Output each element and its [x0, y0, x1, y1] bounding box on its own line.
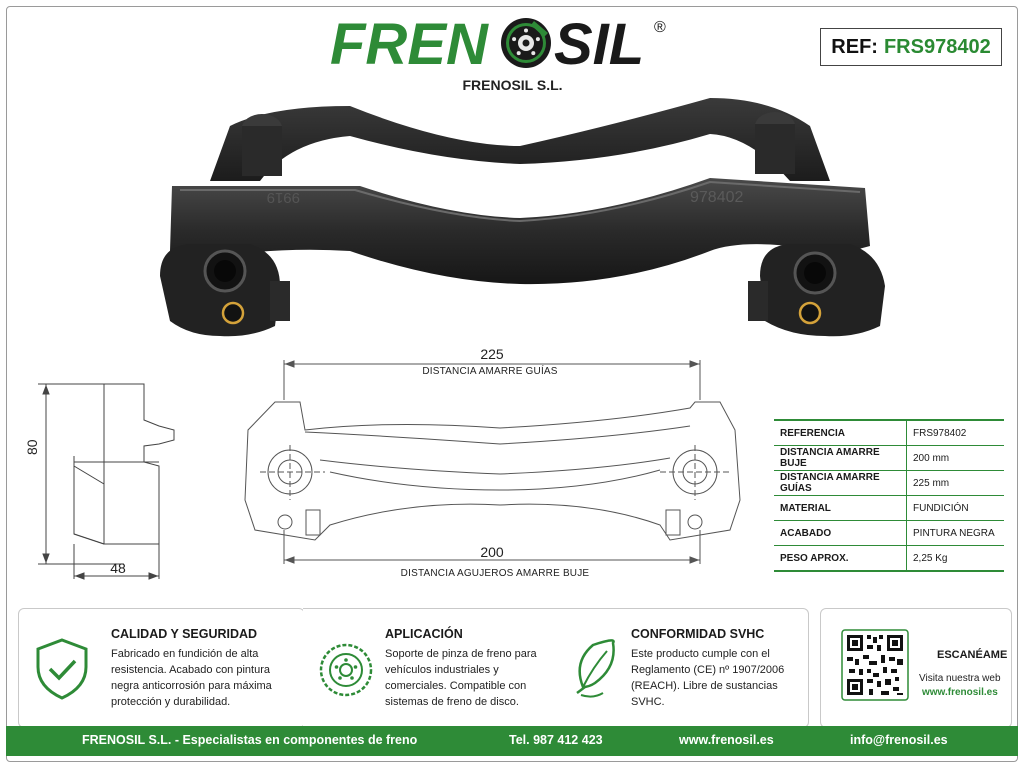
spec-value: PINTURA NEGRA — [906, 520, 1004, 546]
reference-box: REF: FRS978402 — [820, 28, 1002, 66]
application-text-line: Soporte de pinza de freno para — [385, 648, 537, 660]
quality-text-line: protección y durabilidad. — [111, 696, 231, 708]
spec-key: DISTANCIA AMARRE BUJE — [774, 445, 907, 471]
company-name: FRENOSIL S.L. — [462, 77, 563, 93]
casting-mark-right: 978402 — [690, 189, 743, 206]
spec-value: 225 mm — [906, 470, 1004, 496]
application-panel: APLICACIÓN Soporte de pinza de freno par… — [303, 608, 554, 728]
spec-key: REFERENCIA — [774, 419, 907, 446]
compliance-panel: CONFORMIDAD SVHC Este producto cumple co… — [553, 608, 809, 728]
quality-title: CALIDAD Y SEGURIDAD — [111, 627, 258, 641]
front-view-drawing — [230, 350, 760, 590]
footer-website-link[interactable]: www.frenosil.es — [679, 733, 774, 747]
product-image: 9919 978402 — [150, 86, 890, 340]
spec-value: 2,25 Kg — [906, 545, 1004, 572]
brand-logo: FREN SIL ® — [330, 12, 690, 77]
compliance-text-line: Reglamento (CE) nº 1907/2006 — [631, 664, 785, 676]
quality-text-line: resistencia. Acabado con pintura — [111, 664, 270, 676]
brake-disc-logo-icon — [501, 18, 551, 68]
footer-company: FRENOSIL S.L. - Especialistas en compone… — [82, 733, 418, 747]
qr-website-link[interactable]: www.frenosil.es — [922, 687, 998, 698]
qr-title: ESCANÉAME — [937, 649, 1008, 661]
height-dimension: 80 — [24, 439, 40, 455]
logo-text-sil: SIL — [554, 12, 644, 74]
spec-key: MATERIAL — [774, 495, 907, 521]
bottom-dimension-label: DISTANCIA AGUJEROS AMARRE BUJE — [400, 568, 590, 579]
compliance-text-line: Este producto cumple con el — [631, 648, 770, 660]
compliance-title: CONFORMIDAD SVHC — [631, 627, 765, 641]
footer-bar: FRENOSIL S.L. - Especialistas en compone… — [6, 726, 1018, 756]
top-dimension-value: 225 — [480, 346, 504, 362]
bottom-dimension-value: 200 — [480, 544, 504, 560]
side-view-drawing — [24, 374, 184, 584]
application-title: APLICACIÓN — [385, 627, 463, 641]
spec-row: PESO APROX.2,25 Kg — [774, 545, 1004, 572]
quality-text-line: negra anticorrosión para máxima — [111, 680, 272, 692]
casting-mark-left: 9919 — [267, 189, 300, 206]
spec-value: FUNDICIÓN — [906, 495, 1004, 521]
qr-panel: ESCANÉAME Visita nuestra web www.frenosi… — [820, 608, 1012, 728]
quality-text-line: Fabricado en fundición de alta — [111, 648, 259, 660]
footer-email-link[interactable]: info@frenosil.es — [850, 733, 948, 747]
leaf-icon — [576, 639, 615, 698]
page-frame — [6, 6, 1018, 762]
application-text-line: vehículos industriales y — [385, 664, 499, 676]
spec-key: PESO APROX. — [774, 545, 907, 572]
spec-value: 200 mm — [906, 445, 1004, 471]
logo-text-fren: FREN — [330, 12, 489, 74]
application-text-line: sistemas de freno de disco. — [385, 696, 519, 708]
shield-check-icon — [36, 638, 88, 700]
application-text-line: comerciales. Compatible con — [385, 680, 527, 692]
spec-key: DISTANCIA AMARRE GUÍAS — [774, 470, 907, 496]
compliance-text-line: (REACH). Libre de sustancias — [631, 680, 778, 692]
reference-value: FRS978402 — [883, 35, 991, 58]
brake-disc-icon — [319, 643, 373, 697]
registered-mark: ® — [654, 19, 666, 36]
top-dimension-label: DISTANCIA AMARRE GUÍAS — [422, 366, 558, 377]
qr-code-icon[interactable] — [841, 629, 909, 701]
reference-label: REF: — [831, 35, 878, 58]
spec-key: ACABADO — [774, 520, 907, 546]
quality-panel: CALIDAD Y SEGURIDAD Fabricado en fundici… — [18, 608, 305, 728]
qr-caption: Visita nuestra web — [919, 673, 1001, 684]
spec-value: FRS978402 — [906, 419, 1004, 446]
footer-phone[interactable]: Tel. 987 412 423 — [509, 733, 603, 747]
compliance-text-line: SVHC. — [631, 696, 665, 708]
width-dimension: 48 — [110, 560, 126, 576]
